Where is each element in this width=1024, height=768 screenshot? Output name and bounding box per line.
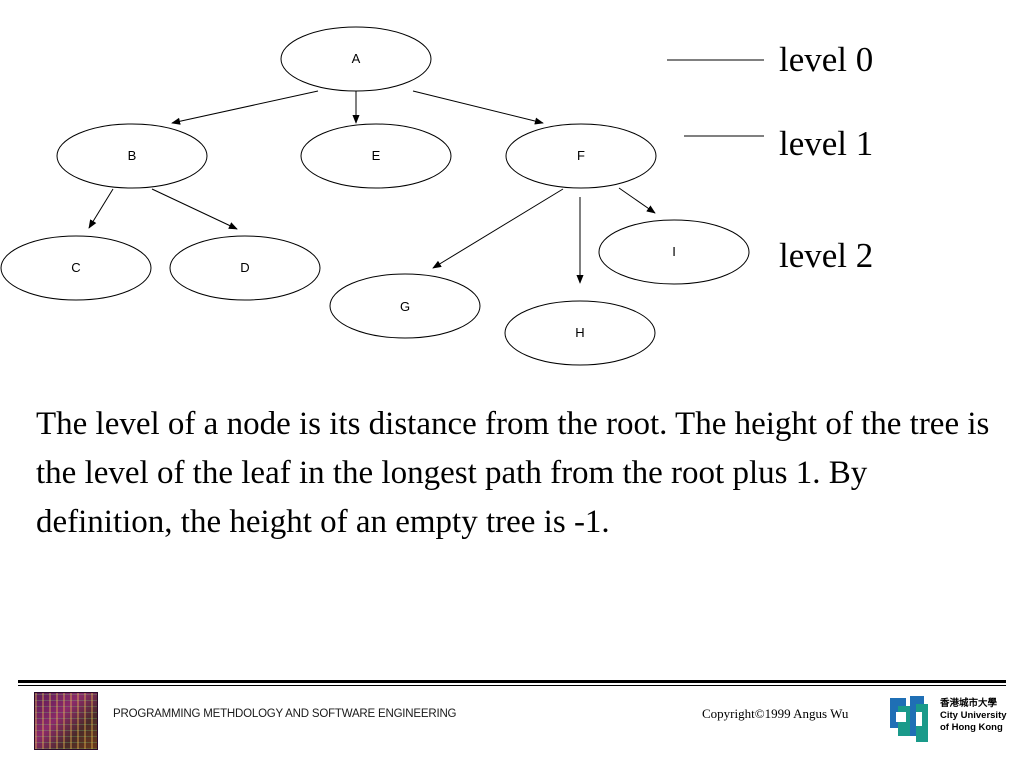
city-university-logo-icon: [890, 696, 928, 742]
copyright-text: Copyright©1999 Angus Wu: [702, 706, 849, 721]
university-name-chinese: 香港城市大學: [940, 698, 998, 709]
node-label: D: [240, 260, 249, 275]
tree-node-h: H: [504, 300, 656, 366]
node-label: F: [577, 148, 585, 163]
node-label: C: [71, 260, 80, 275]
edge-a-f: [412, 90, 544, 125]
body-paragraph: The level of a node is its distance from…: [36, 406, 990, 540]
edge-a-b: [171, 90, 319, 125]
tree-node-g: G: [329, 273, 481, 339]
circuit-chip-image: [34, 692, 98, 750]
level-2-label: level 2: [779, 236, 873, 275]
edge-b-d: [151, 188, 238, 230]
footer-divider: [18, 680, 1006, 683]
node-label: G: [400, 299, 410, 314]
university-name: 香港城市大學 City University of Hong Kong: [940, 698, 1007, 734]
tree-node-i: I: [598, 219, 750, 285]
edge-f-i: [618, 187, 656, 214]
tree-node-c: C: [0, 235, 152, 301]
tree-node-d: D: [169, 235, 321, 301]
university-name-line2: of Hong Kong: [940, 722, 1003, 733]
tree-edges: [88, 90, 656, 284]
node-label: E: [372, 148, 381, 163]
tree-node-e: E: [300, 123, 452, 189]
university-name-line1: City University: [940, 710, 1007, 721]
tree-diagram: A B E F C D G H I level 0 level 1 level …: [0, 26, 873, 366]
tree-node-a: A: [280, 26, 432, 92]
course-title: PROGRAMMING METHDOLOGY AND SOFTWARE ENGI…: [113, 708, 457, 720]
edge-b-c: [88, 188, 114, 229]
edge-f-g: [432, 188, 564, 269]
level-1-label: level 1: [779, 124, 873, 163]
node-label: B: [128, 148, 137, 163]
node-label: H: [575, 325, 584, 340]
node-label: A: [352, 51, 361, 66]
node-label: I: [672, 244, 676, 259]
footer-divider-thin: [18, 685, 1006, 686]
tree-node-b: B: [56, 123, 208, 189]
tree-node-f: F: [505, 123, 657, 189]
level-0-label: level 0: [779, 40, 873, 79]
